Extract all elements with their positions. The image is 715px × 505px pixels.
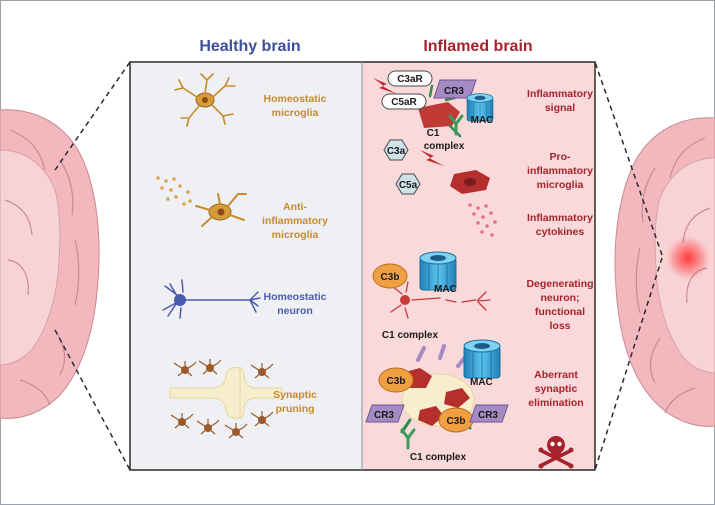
svg-text:Homeostatic: Homeostatic: [263, 93, 326, 105]
mac-channel-bottom-icon: [463, 339, 501, 379]
svg-text:C3a: C3a: [387, 146, 406, 157]
anti-inflammatory-dots: [156, 176, 192, 206]
svg-text:Pro-: Pro-: [550, 151, 572, 163]
c5a-molecule: C5a: [395, 173, 421, 195]
svg-text:inflammatory: inflammatory: [262, 215, 328, 227]
svg-text:functional: functional: [535, 306, 585, 318]
skull-crossbones-icon: [538, 436, 574, 469]
homeostatic-neuron-label: Homeostatic neuron: [263, 291, 326, 317]
pro-inflammatory-label: Pro- inflammatory microglia: [527, 151, 593, 191]
cytokines-label: Inflammatory cytokines: [527, 212, 593, 238]
cr3-bottom-left: CR3: [365, 404, 405, 423]
svg-text:signal: signal: [545, 102, 575, 114]
svg-text:Synaptic: Synaptic: [273, 389, 317, 401]
svg-text:C3b: C3b: [381, 272, 400, 283]
degenerating-label: Degenerating neuron; functional loss: [526, 278, 593, 332]
svg-text:CR3: CR3: [444, 86, 464, 97]
svg-text:inflammatory: inflammatory: [527, 165, 593, 177]
c3ar-receptor: C3aR: [387, 70, 433, 87]
svg-text:C3b: C3b: [387, 376, 406, 387]
svg-text:Aberrant: Aberrant: [534, 369, 578, 381]
anti-inflammatory-microglia-icon: [195, 193, 247, 227]
synapse-icon: [169, 358, 283, 439]
svg-text:synaptic: synaptic: [535, 383, 578, 395]
inflamed-panel: [362, 62, 595, 470]
svg-text:cytokines: cytokines: [536, 226, 585, 238]
svg-text:C5aR: C5aR: [391, 97, 417, 108]
healthy-panel: [130, 62, 362, 470]
svg-text:Anti-: Anti-: [283, 201, 307, 213]
anti-inflammatory-label: Anti- inflammatory microglia: [262, 201, 328, 241]
svg-text:C3b: C3b: [447, 416, 466, 427]
svg-text:microglia: microglia: [272, 107, 319, 119]
svg-text:Inflammatory: Inflammatory: [527, 88, 593, 100]
mac-label-bottom: MAC: [470, 377, 493, 388]
neuron-icon: [162, 279, 261, 319]
svg-text:complex: complex: [424, 141, 465, 152]
inflammation-spot: [666, 236, 710, 280]
synaptic-pruning-label: Synaptic pruning: [273, 389, 317, 415]
svg-text:CR3: CR3: [374, 410, 394, 421]
svg-text:neuron: neuron: [277, 305, 313, 317]
c3b-mid: C3b: [372, 263, 408, 289]
svg-text:microglia: microglia: [537, 179, 584, 191]
inflammatory-signal-microglia-icon: [418, 84, 464, 138]
svg-text:C3aR: C3aR: [397, 74, 423, 85]
c1-complex-bottom-label: C1 complex: [410, 452, 467, 463]
svg-text:elimination: elimination: [528, 397, 583, 409]
svg-text:C5a: C5a: [399, 180, 418, 191]
aberrant-label: Aberrant synaptic elimination: [528, 369, 583, 409]
brain-right-icon: [614, 117, 715, 427]
svg-text:loss: loss: [549, 320, 570, 332]
c3b-bottom-right: C3b: [438, 407, 474, 433]
c3a-molecule: C3a: [383, 139, 409, 161]
c3b-bottom-left: C3b: [378, 367, 414, 393]
cr3-bottom-right: CR3: [469, 404, 509, 423]
brain-left-icon: [0, 109, 100, 419]
c1-complex-top-label: C1 complex: [424, 128, 465, 152]
svg-text:Homeostatic: Homeostatic: [263, 291, 326, 303]
svg-text:CR3: CR3: [478, 410, 498, 421]
cytokine-dots: [468, 203, 497, 237]
degenerating-neuron-icon: [390, 281, 491, 319]
svg-text:Degenerating: Degenerating: [526, 278, 593, 290]
svg-text:C1: C1: [427, 128, 440, 139]
homeostatic-microglia-icon: [174, 73, 236, 127]
svg-text:neuron;: neuron;: [540, 292, 579, 304]
healthy-header: Healthy brain: [199, 38, 300, 55]
svg-text:pruning: pruning: [275, 403, 314, 415]
homeostatic-microglia-label: Homeostatic microglia: [263, 93, 326, 119]
c1-complex-mid-label: C1 complex: [382, 330, 439, 341]
svg-text:Inflammatory: Inflammatory: [527, 212, 593, 224]
inflamed-header: Inflamed brain: [423, 38, 532, 55]
inflammatory-signal-label: Inflammatory signal: [527, 88, 593, 114]
zoom-lines: [54, 61, 663, 471]
mac-label-top: MAC: [471, 115, 494, 126]
c5ar-receptor: C5aR: [381, 93, 427, 110]
pro-inflammatory-microglia-icon: [450, 170, 490, 194]
mac-label-mid: MAC: [434, 284, 457, 295]
svg-text:microglia: microglia: [272, 229, 319, 241]
